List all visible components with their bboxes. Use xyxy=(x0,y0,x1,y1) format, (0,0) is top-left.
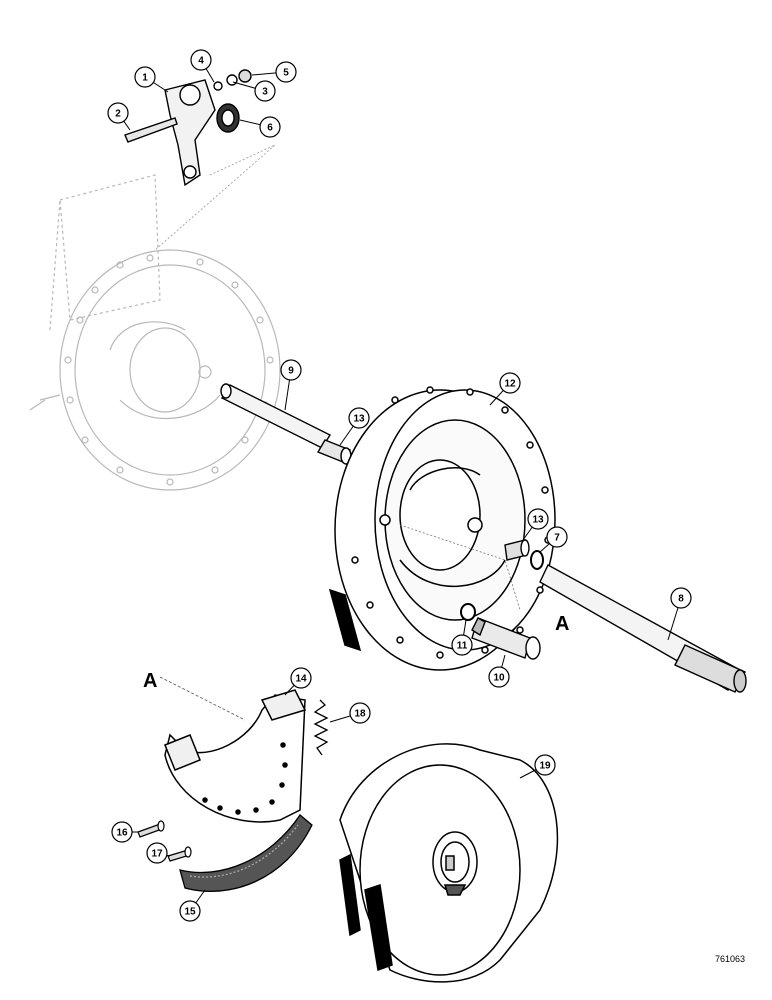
callout-number: 13 xyxy=(353,414,365,425)
shaft-8 xyxy=(539,564,747,693)
callout-circle xyxy=(134,66,156,88)
brake-shoe-14 xyxy=(164,689,307,823)
shaft-9 xyxy=(220,383,331,449)
bolt-10 xyxy=(471,617,541,660)
callout-number: 2 xyxy=(115,109,121,120)
washer-11 xyxy=(460,603,476,621)
guide-line-drum xyxy=(399,524,521,611)
callout-circle xyxy=(275,61,297,83)
callout-number: 9 xyxy=(288,366,294,377)
callout-number: 3 xyxy=(262,87,268,98)
callout-circle xyxy=(290,667,312,689)
callout-circle xyxy=(190,49,212,71)
callout-number: 10 xyxy=(493,673,505,684)
callout-number: 14 xyxy=(295,674,307,685)
ghost-housing xyxy=(29,174,281,491)
callout-number: 4 xyxy=(198,56,204,67)
figure-id: 761063 xyxy=(715,954,745,964)
callout-circle xyxy=(254,80,276,102)
callout-number: 18 xyxy=(354,709,366,720)
callout-number: 8 xyxy=(678,594,684,605)
svg-text:A: A xyxy=(555,613,569,635)
callout-number: 15 xyxy=(184,907,196,918)
callout-number: 6 xyxy=(267,123,273,134)
screw-17 xyxy=(167,846,192,862)
seal-7 xyxy=(530,550,544,570)
callout-number: 1 xyxy=(142,73,148,84)
section-mark-a-right: A xyxy=(555,613,569,635)
drum-19 xyxy=(339,743,559,983)
housing-bolt-holes xyxy=(64,254,274,486)
callout-circle xyxy=(280,359,302,381)
guide-line-rod xyxy=(154,144,276,251)
lining-15 xyxy=(179,814,313,892)
callout-circle xyxy=(179,900,201,922)
washer-3 xyxy=(226,74,238,86)
callout-number: 19 xyxy=(539,761,551,772)
callout-number: 17 xyxy=(151,849,163,860)
callout-circle xyxy=(670,587,692,609)
callout-circle xyxy=(349,702,371,724)
bushing-13-left xyxy=(316,439,352,465)
callout-number: 16 xyxy=(116,828,128,839)
callout-circle xyxy=(111,821,133,843)
drum-12 xyxy=(328,386,556,671)
spring-18 xyxy=(313,699,329,756)
callout-circle xyxy=(534,754,556,776)
callout-circle xyxy=(546,526,568,548)
callout-number: 12 xyxy=(504,379,516,390)
callout-circle xyxy=(259,116,281,138)
callout-circle xyxy=(146,842,168,864)
callout-circle xyxy=(451,634,473,656)
rod-assembly xyxy=(124,69,252,187)
rod-bolt xyxy=(124,117,178,143)
bushing-13-right xyxy=(504,539,530,561)
screw-16 xyxy=(137,820,165,838)
callout-number: 13 xyxy=(532,515,544,526)
callout-number: 11 xyxy=(457,641,468,652)
washer-4 xyxy=(213,81,223,91)
guide-line-a xyxy=(159,676,246,721)
callout-circle xyxy=(527,508,549,530)
section-mark-a-left: A xyxy=(143,670,157,692)
callout-circle xyxy=(488,666,510,688)
nut-5 xyxy=(238,69,252,83)
callout-number: 7 xyxy=(554,533,560,544)
callout-number: 5 xyxy=(283,68,289,79)
callout-circle xyxy=(107,102,129,124)
callout-circle xyxy=(499,372,521,394)
callout-circle xyxy=(348,407,370,429)
svg-text:A: A xyxy=(143,670,157,692)
